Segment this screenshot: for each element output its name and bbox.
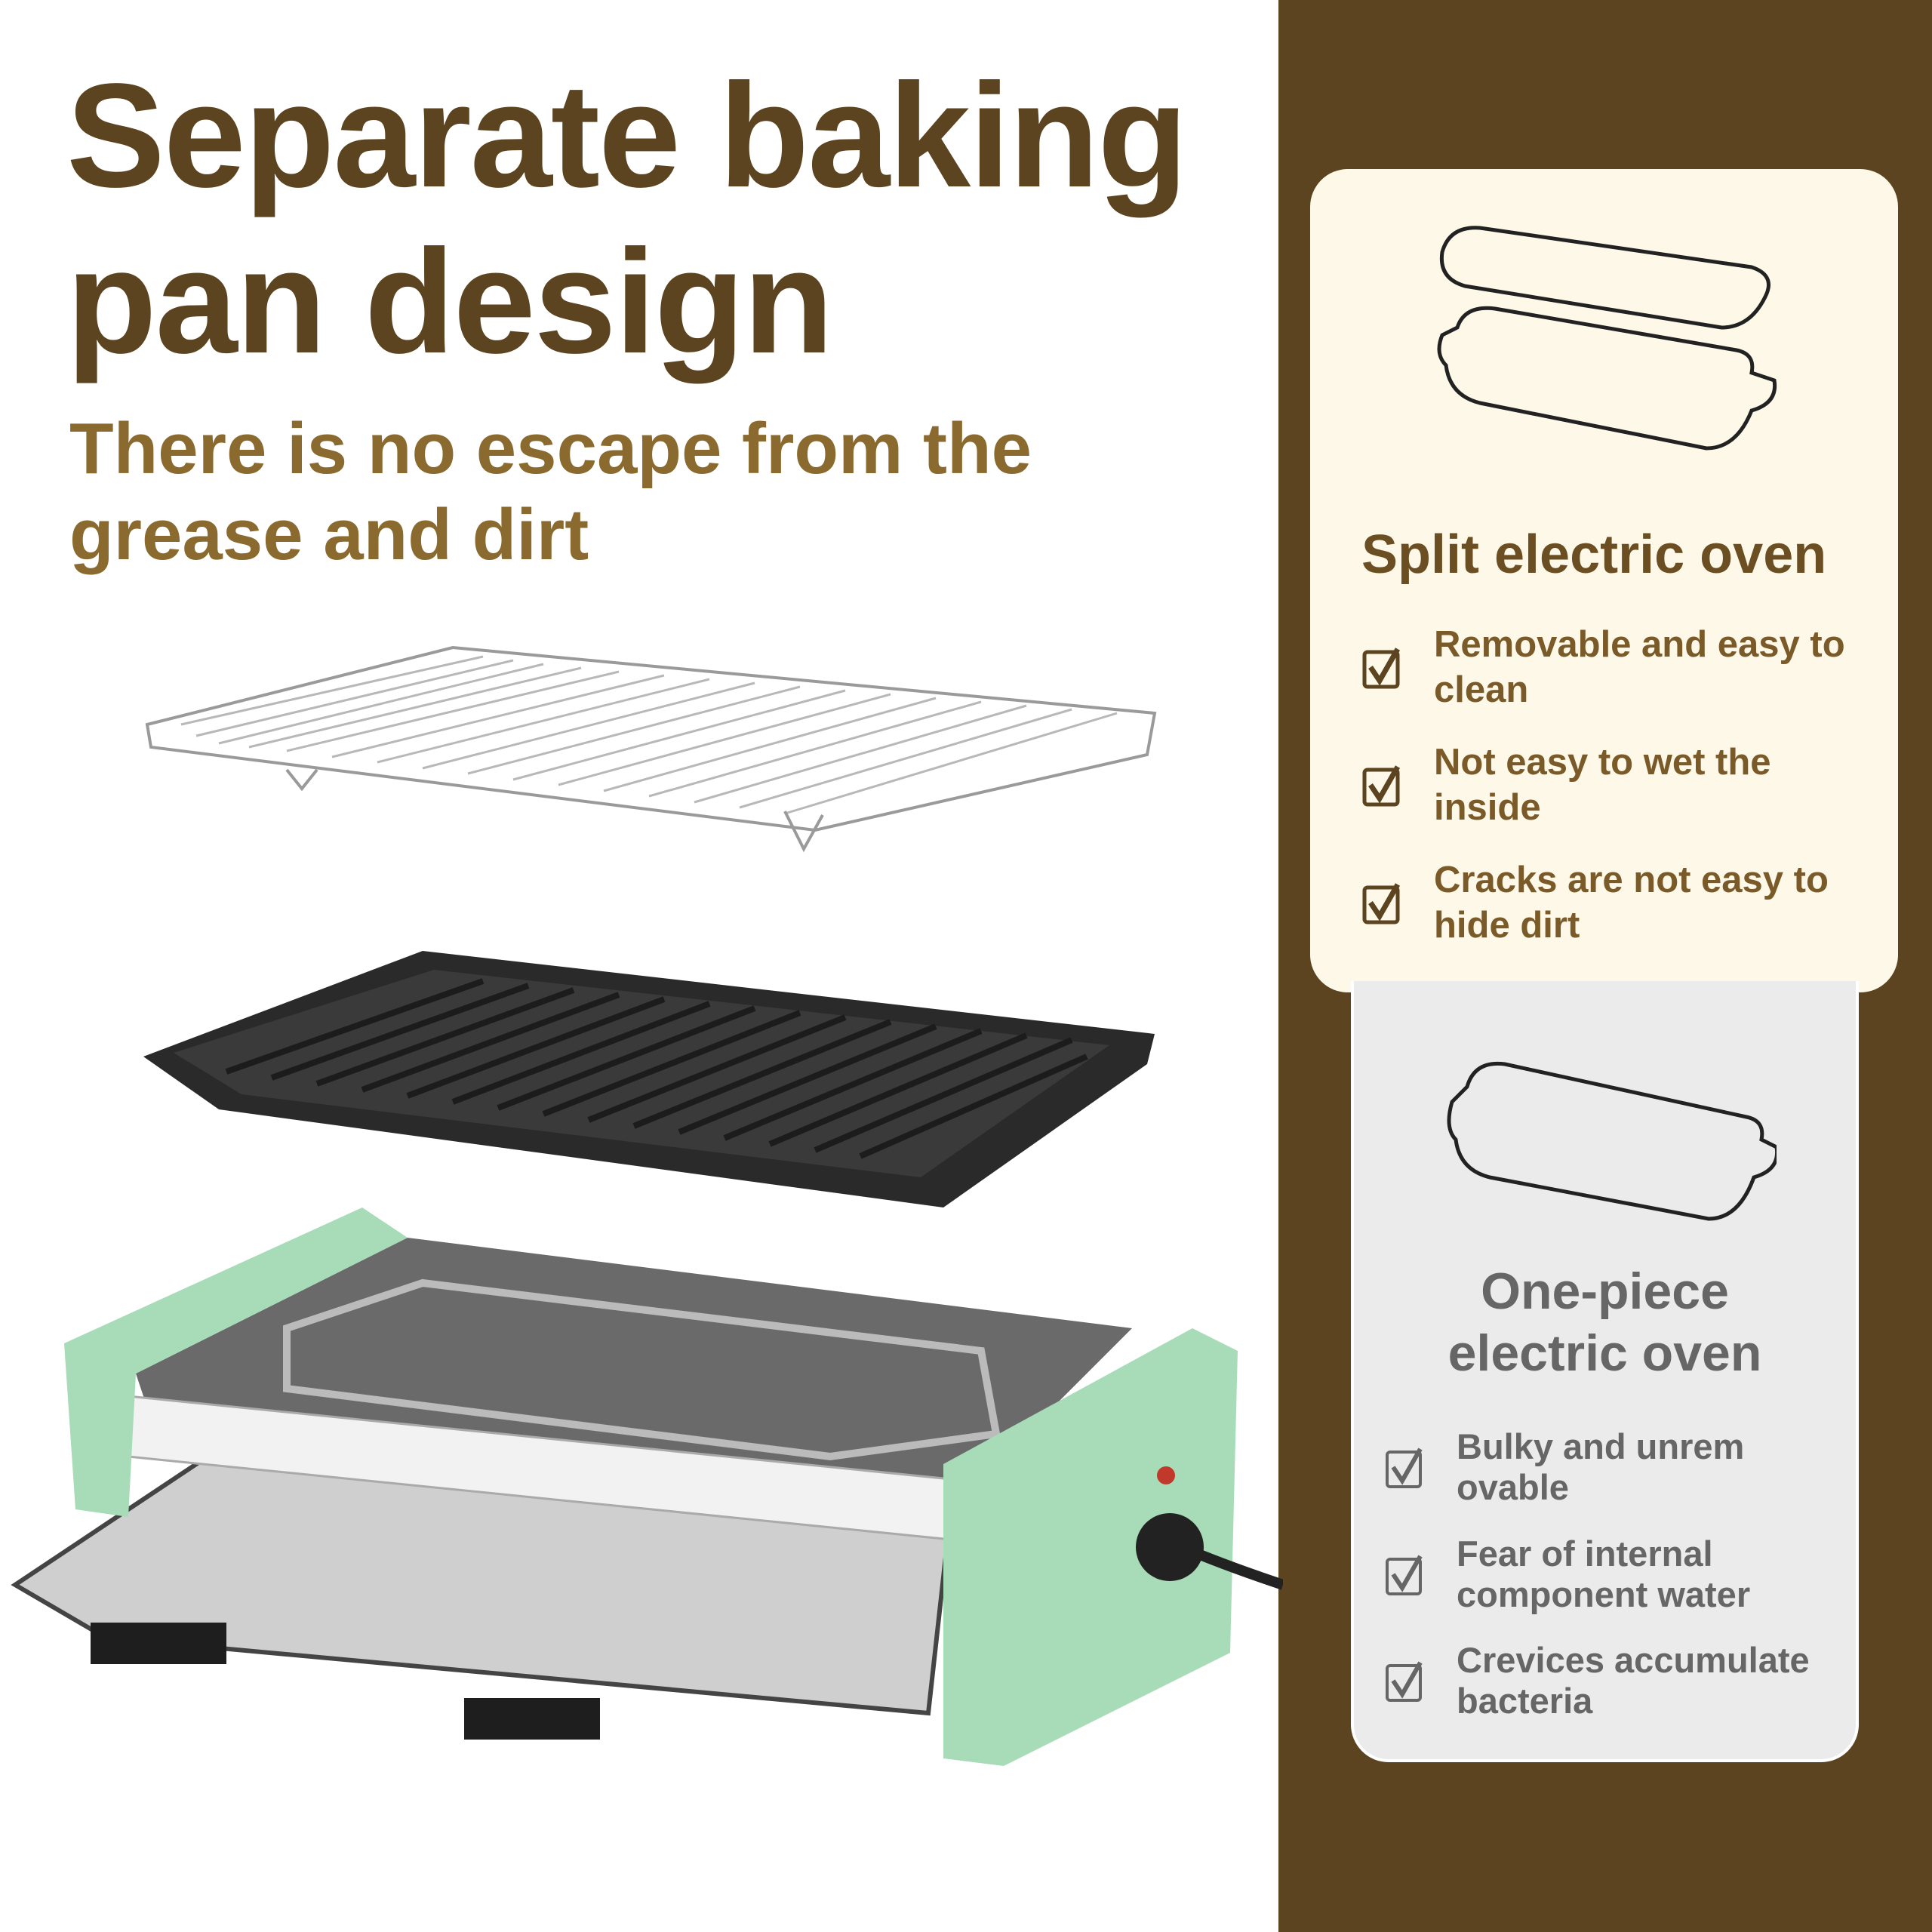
subheadline-line-1: There is no escape from the [69,408,1032,489]
split-oven-card: Split electric oven Removable and easy t… [1310,169,1898,992]
one-piece-item-3: Crevices accumulate bacteria [1384,1640,1849,1721]
checkbox-checked-icon [1386,1555,1423,1595]
one-piece-item-2: Fear of internal component water [1384,1534,1849,1615]
split-item-3: Cracks are not easy to hide dirt [1361,857,1857,948]
split-item-2: Not easy to wet the inside [1361,740,1857,830]
split-item-text: Cracks are not easy to hide dirt [1434,860,1829,946]
one-piece-card-title: One-piece electric oven [1354,1260,1856,1384]
one-piece-item-text: Crevices accumulate bacteria [1457,1640,1810,1721]
checkbox-checked-icon [1386,1661,1423,1702]
one-piece-title-line-2: electric oven [1447,1324,1762,1382]
one-piece-oven-card: One-piece electric oven Bulky and unrem … [1351,981,1859,1762]
one-piece-item-1: Bulky and unrem ovable [1384,1426,1849,1508]
checkbox-checked-icon [1362,765,1401,807]
checkbox-checked-icon [1362,883,1401,924]
split-item-text: Not easy to wet the inside [1434,742,1771,828]
one-piece-item-text: Bulky and unrem ovable [1457,1426,1745,1507]
checkbox-checked-icon [1362,648,1401,689]
split-card-title: Split electric oven [1361,525,1827,585]
checkbox-checked-icon [1386,1447,1423,1488]
split-item-text: Removable and easy to clean [1434,624,1845,710]
subheadline: There is no escape from the grease and d… [69,406,1032,578]
split-item-1: Removable and easy to clean [1361,622,1857,712]
grill-product-illustration [11,645,1283,1766]
headline: Separate baking pan design [66,53,1188,385]
split-pan-icon [1437,226,1777,451]
grill-pan [143,951,1155,1208]
headline-line-2: pan design [66,219,834,384]
one-piece-item-text: Fear of internal component water [1457,1534,1751,1614]
subheadline-line-2: grease and dirt [69,494,589,575]
wire-rack [145,645,1157,853]
grill-base [11,1208,1283,1766]
one-piece-pan-icon [1447,1061,1777,1221]
headline-line-1: Separate baking [66,53,1188,218]
one-piece-title-line-1: One-piece [1481,1263,1729,1320]
